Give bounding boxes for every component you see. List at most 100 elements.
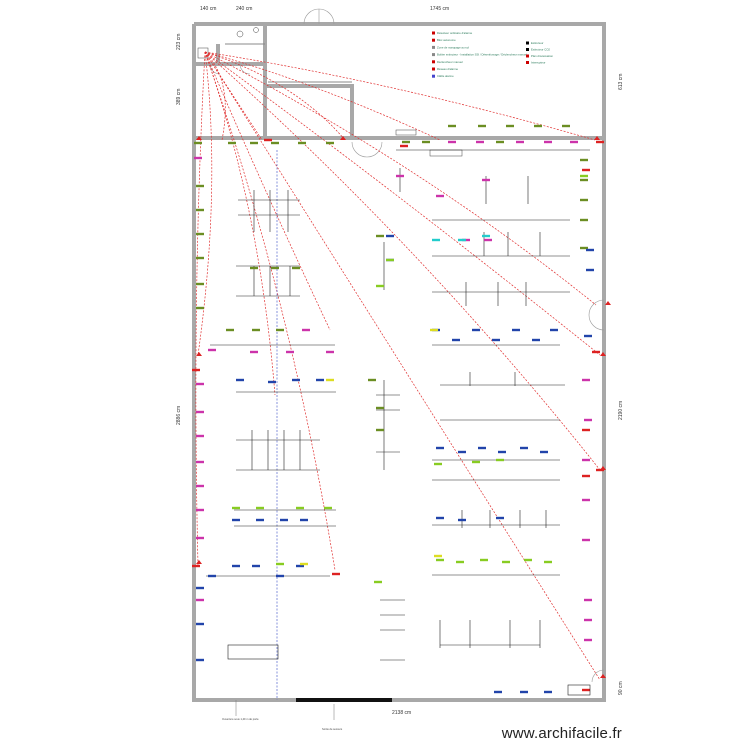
legend-item-6: Câble alarme (437, 74, 454, 78)
equipment-marker (396, 174, 404, 178)
legend-right-swatch (526, 41, 529, 45)
legend-swatch (432, 45, 435, 49)
equipment-marker (582, 688, 590, 692)
equipment-marker (582, 428, 590, 432)
equipment-marker (271, 141, 279, 145)
equipment-marker (544, 560, 552, 564)
equipment-marker (584, 638, 592, 642)
legend-right-swatch (526, 54, 529, 58)
equipment-marker (586, 248, 594, 252)
equipment-marker (376, 428, 384, 432)
dim-top-mid: 240 cm (236, 6, 252, 12)
equipment-marker (492, 338, 500, 342)
equipment-marker (300, 562, 308, 566)
legend-swatch (432, 60, 435, 64)
equipment-marker (276, 328, 284, 332)
equipment-marker (194, 156, 202, 160)
equipment-marker (434, 554, 442, 558)
equipment-marker (196, 598, 204, 602)
equipment-marker (478, 124, 486, 128)
equipment-marker (456, 560, 464, 564)
dim-left-top: 223 cm (176, 34, 182, 50)
legend-swatch (432, 74, 435, 78)
detector-icon (600, 674, 606, 678)
equipment-marker (534, 124, 542, 128)
equipment-marker (580, 158, 588, 162)
legend-right-item-2: Plan d'évacuation (531, 54, 553, 58)
equipment-marker (326, 378, 334, 382)
equipment-marker (232, 506, 240, 510)
equipment-marker (232, 564, 240, 568)
legend-item-1: Bloc autonome (437, 38, 456, 42)
equipment-marker (226, 328, 234, 332)
equipment-marker (496, 140, 504, 144)
dim-top-right: 1745 cm (430, 6, 449, 12)
equipment-marker (196, 460, 204, 464)
legend-right-item-1: Extincteur CO2 (531, 48, 550, 52)
legend-item-0: Détecteur ordinaire d'alarme (437, 31, 473, 35)
equipment-marker (494, 690, 502, 694)
equipment-marker (458, 450, 466, 454)
watermark-text: www.archifacile.fr (501, 725, 622, 742)
equipment-markers (192, 124, 604, 694)
equipment-marker (376, 234, 384, 238)
equipment-marker (422, 140, 430, 144)
equipment-marker (280, 518, 288, 522)
detector-icon (196, 560, 202, 564)
equipment-marker (374, 580, 382, 584)
equipment-marker (582, 498, 590, 502)
walls (192, 22, 606, 702)
equipment-marker (252, 564, 260, 568)
legend-right-item-3: Interrupteur (531, 61, 546, 65)
equipment-marker (196, 434, 204, 438)
equipment-marker (376, 284, 384, 288)
dim-left-main: 2886 cm (176, 406, 182, 425)
equipment-marker (276, 562, 284, 566)
equipment-marker (250, 350, 258, 354)
equipment-marker (196, 658, 204, 662)
equipment-marker (192, 564, 200, 568)
equipment-marker (194, 141, 202, 145)
equipment-marker (332, 572, 340, 576)
equipment-marker (584, 334, 592, 338)
equipment-marker (192, 368, 200, 372)
detector-icon (196, 136, 202, 140)
equipment-marker (386, 234, 394, 238)
legend-swatch (432, 53, 435, 57)
equipment-marker (580, 198, 588, 202)
equipment-marker (324, 506, 332, 510)
equipment-marker (276, 574, 284, 578)
equipment-marker (232, 518, 240, 522)
equipment-marker (300, 518, 308, 522)
equipment-marker (256, 518, 264, 522)
dim-right-top: 613 cm (618, 74, 624, 90)
equipment-marker (496, 458, 504, 462)
equipment-marker (520, 446, 528, 450)
equipment-marker (302, 328, 310, 332)
equipment-marker (584, 418, 592, 422)
dim-left-mid: 389 cm (176, 89, 182, 105)
equipment-marker (196, 256, 204, 260)
equipment-marker (544, 140, 552, 144)
equipment-marker (196, 622, 204, 626)
equipment-marker (520, 690, 528, 694)
equipment-marker (436, 446, 444, 450)
equipment-marker (196, 536, 204, 540)
equipment-marker (436, 558, 444, 562)
equipment-marker (584, 618, 592, 622)
legend-right-swatch (526, 48, 529, 51)
equipment-marker (368, 378, 376, 382)
equipment-marker (482, 178, 490, 182)
equipment-marker (448, 124, 456, 128)
equipment-marker (498, 450, 506, 454)
equipment-marker (592, 350, 600, 354)
equipment-marker (436, 194, 444, 198)
legend-item-2: Zone de marquage au sol (437, 45, 469, 49)
equipment-marker (228, 141, 236, 145)
alarm-line (204, 51, 346, 141)
dim-top-left: 140 cm (200, 6, 216, 12)
equipment-marker (196, 282, 204, 286)
equipment-marker (196, 508, 204, 512)
